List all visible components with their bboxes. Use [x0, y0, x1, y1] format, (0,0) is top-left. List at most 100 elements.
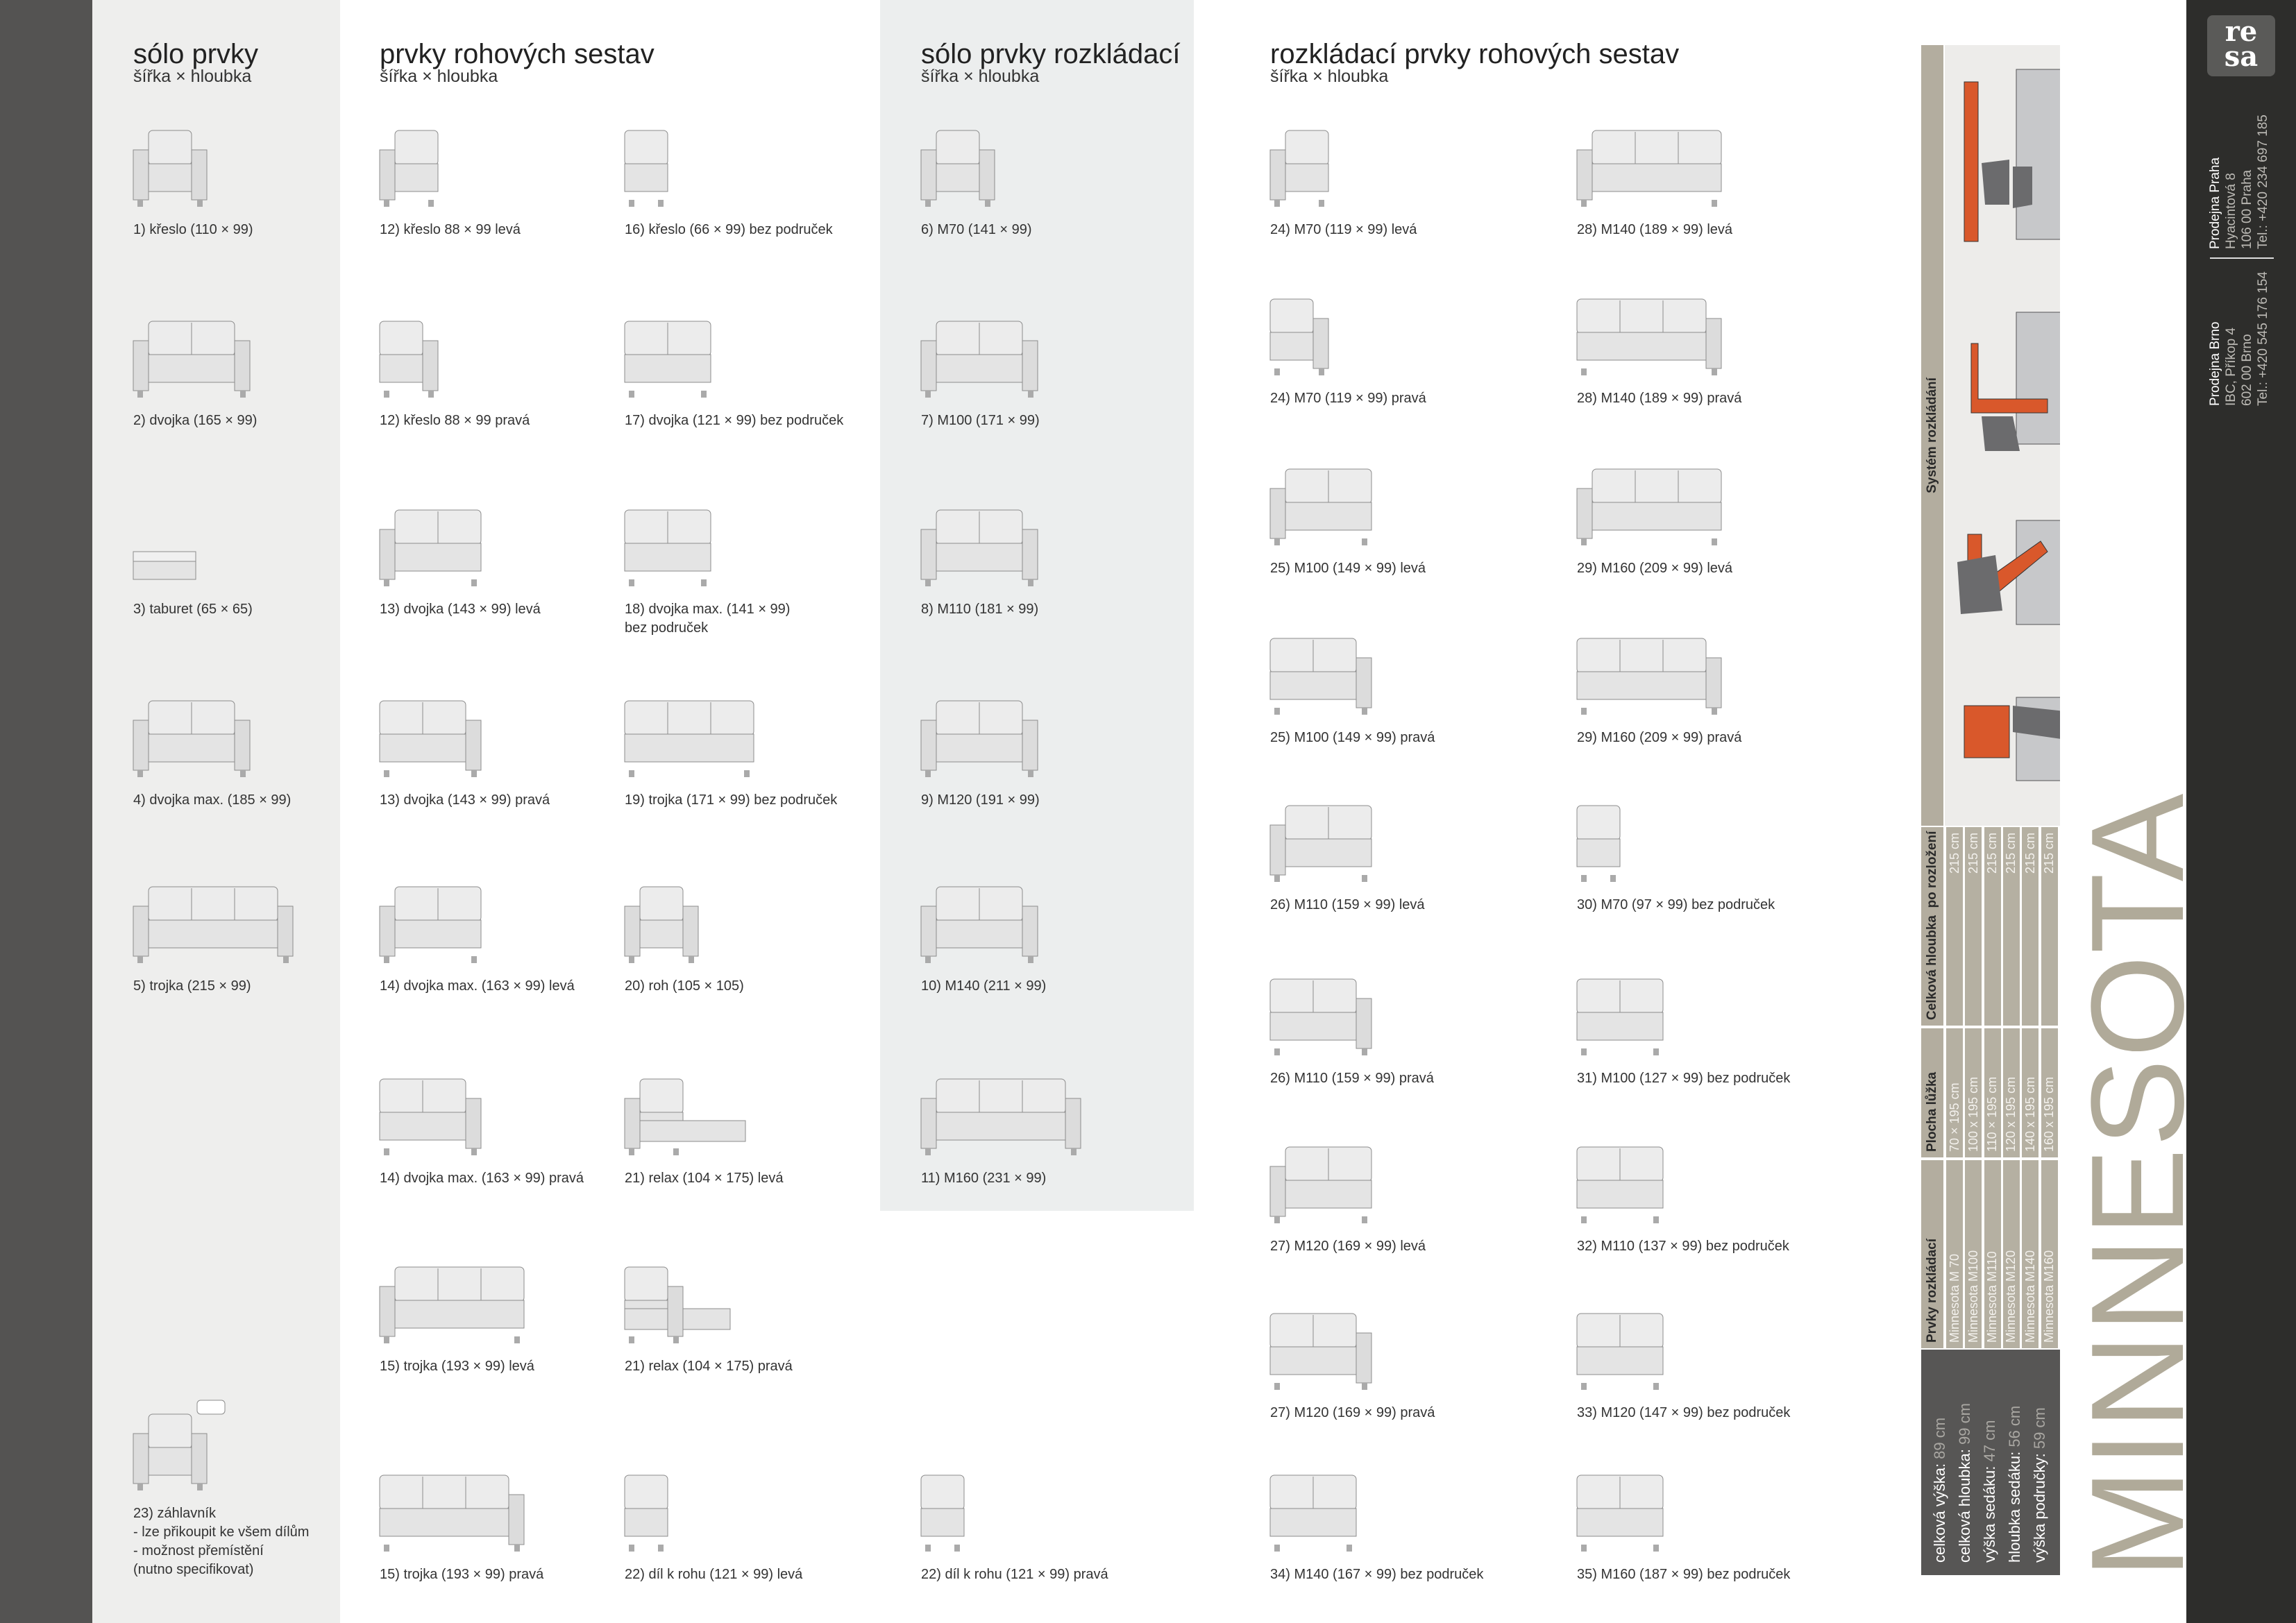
sofa-3-image: [914, 1051, 1101, 1162]
fold-diagram-icon: [1964, 697, 2060, 781]
sofa-2-noarm-image: [1570, 951, 1757, 1062]
sofa-2-image: [914, 294, 1101, 405]
product-caption: 30) M70 (97 × 99) bez područek: [1577, 897, 1775, 912]
sofa-2-right-image: [1263, 611, 1451, 722]
table-cell: Minnesota M110: [1984, 1160, 2001, 1348]
product-caption: 9) M120 (191 × 99): [921, 792, 1040, 808]
section-header-solo: sólo prvky šířka × hloubka: [133, 40, 258, 85]
product-caption: 24) M70 (119 × 99) levá: [1270, 222, 1417, 237]
sofa-2-noarm-image: [1570, 1447, 1757, 1558]
product-caption: 19) trojka (171 × 99) bez područek: [625, 792, 838, 808]
product-caption: 24) M70 (119 × 99) pravá: [1270, 391, 1426, 406]
product-caption: 13) dvojka (143 × 99) pravá: [380, 792, 550, 808]
section-title: sólo prvky: [133, 39, 259, 69]
table-cell: 215 cm: [2002, 827, 2020, 1026]
corner-image: [618, 859, 805, 970]
armchair-right-image: [373, 294, 560, 405]
table-cell: 70 × 195 cm: [1946, 1028, 1963, 1157]
table-header: Prvky rozkládací: [1921, 1160, 1943, 1348]
headrest-image: [126, 1386, 314, 1497]
armchair-right-image: [1263, 271, 1451, 382]
product-caption: 15) trojka (193 × 99) pravá: [380, 1567, 544, 1582]
armchair-noarm-image: [1570, 778, 1757, 889]
sofa-2-left-image: [373, 859, 560, 970]
product-caption: 13) dvojka (143 × 99) levá: [380, 602, 541, 617]
table-header: Plocha lůžka: [1921, 1028, 1943, 1157]
armchair-left-image: [373, 103, 560, 214]
product-caption: 21) relax (104 × 175) pravá: [625, 1359, 793, 1374]
table-cell: 215 cm: [2041, 827, 2058, 1026]
table-cell: 215 cm: [1946, 827, 1963, 1026]
product-caption: 17) dvojka (121 × 99) bez područek: [625, 413, 844, 428]
product-caption: 11) M160 (231 × 99): [921, 1171, 1047, 1186]
sofa-2-noarm-image: [1570, 1286, 1757, 1397]
product-caption: 29) M160 (209 × 99) levá: [1577, 561, 1733, 576]
product-caption: 31) M100 (127 × 99) bez područek: [1577, 1071, 1791, 1086]
product-caption: 10) M140 (211 × 99): [921, 978, 1047, 994]
sofa-2-image: [914, 482, 1101, 593]
spec-line: celková hloubka: 99 cm: [1956, 1403, 1973, 1563]
product-caption: 7) M100 (171 × 99): [921, 413, 1040, 428]
sofa-3-image: [126, 859, 314, 970]
spec-line: výška područky: 59 cm: [2031, 1407, 2048, 1563]
product-caption: 12) křeslo 88 × 99 pravá: [380, 413, 530, 428]
section-subtitle: šířka × hloubka: [1270, 67, 1389, 86]
section-header-corner: prvky rohových sestav šířka × hloubka: [380, 40, 655, 85]
product-caption: 18) dvojka max. (141 × 99) bez područek: [625, 602, 791, 636]
table-cell: 120 x 195 cm: [2002, 1028, 2020, 1157]
armchair-noarm-image: [914, 1447, 1101, 1558]
section-header-solo-sleeper: sólo prvky rozkládací šířka × hloubka: [921, 40, 1180, 85]
sofa-2-left-image: [1263, 441, 1451, 552]
brand-strip: [2186, 0, 2296, 1623]
product-caption: 20) roh (105 × 105): [625, 978, 744, 994]
sofa-3-right-image: [1570, 271, 1757, 382]
table-header: Celková hloubka po rozložení: [1921, 827, 1943, 1026]
sofa-2-noarm-image: [618, 294, 805, 405]
armchair-noarm-image: [618, 103, 805, 214]
product-caption: 29) M160 (209 × 99) pravá: [1577, 730, 1742, 745]
armchair-image: [914, 103, 1101, 214]
table-cell: 100 x 195 cm: [1965, 1028, 1982, 1157]
section-title: prvky rohových sestav: [380, 39, 655, 69]
product-caption: 16) křeslo (66 × 99) bez područek: [625, 222, 833, 237]
sofa-2-noarm-image: [1263, 1447, 1451, 1558]
product-caption: 26) M110 (159 × 99) levá: [1270, 897, 1425, 912]
sofa-2-right-image: [1263, 1286, 1451, 1397]
section-subtitle: šířka × hloubka: [921, 67, 1040, 86]
table-cell: 110 × 195 cm: [1984, 1028, 2001, 1157]
sofa-3-right-image: [1570, 611, 1757, 722]
table-cell: Minnesota M160: [2041, 1160, 2058, 1348]
product-caption: 33) M120 (147 × 99) bez područek: [1577, 1405, 1791, 1420]
sofa-2-left-image: [1263, 1119, 1451, 1230]
product-caption: 25) M100 (149 × 99) levá: [1270, 561, 1426, 576]
product-caption: 21) relax (104 × 175) levá: [625, 1171, 784, 1186]
table-cell: Minnesota M140: [2022, 1160, 2039, 1348]
sofa-2-right-image: [1263, 951, 1451, 1062]
section-title: sólo prvky rozkládací: [921, 39, 1181, 69]
spec-line: celková výška: 89 cm: [1931, 1417, 1948, 1563]
table-cell: 140 x 195 cm: [2022, 1028, 2039, 1157]
product-caption: 4) dvojka max. (185 × 99): [133, 792, 292, 808]
sofa-2-image: [126, 673, 314, 784]
spec-line: výška sedáku: 47 cm: [1981, 1420, 1998, 1563]
table-cell: Minnesota M120: [2002, 1160, 2020, 1348]
product-caption: 5) trojka (215 × 99): [133, 978, 251, 994]
sofa-2-image: [126, 294, 314, 405]
sofa-2-left-image: [373, 482, 560, 593]
fold-diagram-icon: [1970, 312, 2060, 451]
product-caption: 15) trojka (193 × 99) levá: [380, 1359, 534, 1374]
sofa-3-left-image: [1570, 441, 1757, 552]
sofa-2-noarm-image: [1570, 1119, 1757, 1230]
product-caption: 3) taburet (65 × 65): [133, 602, 253, 617]
product-caption: 32) M110 (137 × 99) bez područek: [1577, 1239, 1789, 1254]
product-caption: 2) dvojka (165 × 99): [133, 413, 258, 428]
solo-sleeper-column-background: [880, 0, 1194, 1211]
table-cell: 215 cm: [1984, 827, 2001, 1026]
product-caption: 27) M120 (169 × 99) levá: [1270, 1239, 1426, 1254]
sofa-3-left-image: [1570, 103, 1757, 214]
resa-logo[interactable]: re sa: [2207, 15, 2275, 76]
system-header: Systém rozkládání: [1921, 45, 1943, 826]
fold-diagram-icon: [1964, 69, 2060, 242]
table-cell: 215 cm: [1965, 827, 1982, 1026]
section-header-corner-sleeper: rozkládací prvky rohových sestav šířka ×…: [1270, 40, 1679, 85]
